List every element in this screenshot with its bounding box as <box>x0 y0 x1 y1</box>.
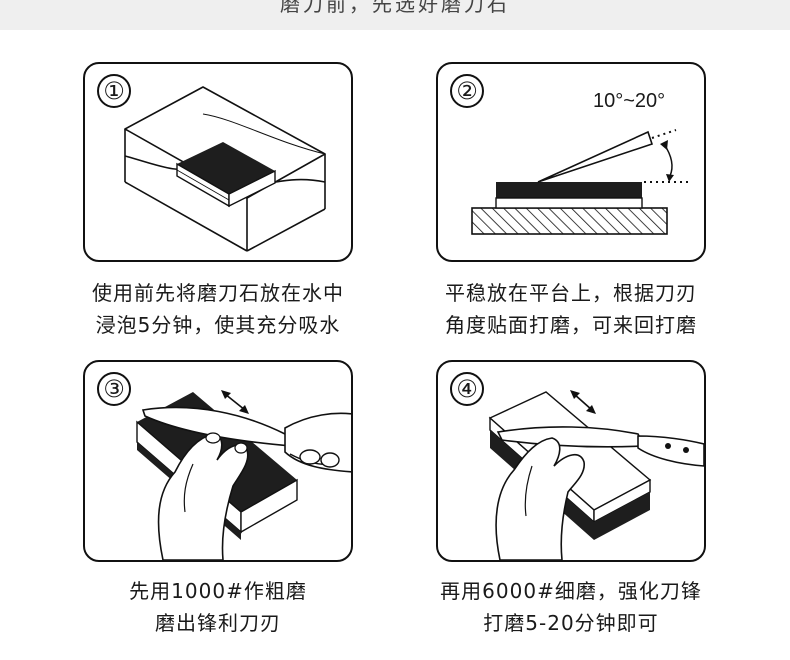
step-2-line-2: 角度贴面打磨，可来回打磨 <box>445 313 697 337</box>
step-3-number: ③ <box>97 372 131 406</box>
step-3-line-1: 先用1000#作粗磨 <box>129 579 307 603</box>
step-2-line-1: 平稳放在平台上，根据刀刃 <box>445 281 697 305</box>
step-4-panel: ④ <box>436 360 706 562</box>
banner-title: 磨刀前，先选好磨刀石 <box>280 0 510 16</box>
step-2-caption: 平稳放在平台上，根据刀刃 角度贴面打磨，可来回打磨 <box>421 277 721 341</box>
step-3-panel: ③ <box>83 360 353 562</box>
top-banner: 磨刀前，先选好磨刀石 <box>0 0 790 30</box>
step-4-line-2: 打磨5-20分钟即可 <box>483 611 659 635</box>
step-4-number: ④ <box>450 372 484 406</box>
step-3-line-2: 磨出锋利刀刃 <box>155 611 281 635</box>
angle-icon <box>471 129 690 235</box>
coarse-grinding-icon <box>136 390 351 560</box>
water-tank-icon <box>124 86 326 252</box>
angle-label: 10°~20° <box>593 90 666 112</box>
step-1-number: ① <box>97 74 131 108</box>
step-4-caption: 再用6000#细磨，强化刀锋 打磨5-20分钟即可 <box>421 575 721 639</box>
fine-grinding-icon <box>488 390 704 560</box>
step-1-line-1: 使用前先将磨刀石放在水中 <box>92 281 344 305</box>
step-4-line-1: 再用6000#细磨，强化刀锋 <box>440 579 702 603</box>
step-1-line-2: 浸泡5分钟，使其充分吸水 <box>95 313 341 337</box>
step-1-caption: 使用前先将磨刀石放在水中 浸泡5分钟，使其充分吸水 <box>68 277 368 341</box>
step-1-panel: ① <box>83 62 353 262</box>
step-2-panel: ② 10°~20° <box>436 62 706 262</box>
step-3-caption: 先用1000#作粗磨 磨出锋利刀刃 <box>68 575 368 639</box>
step-2-number: ② <box>450 74 484 108</box>
